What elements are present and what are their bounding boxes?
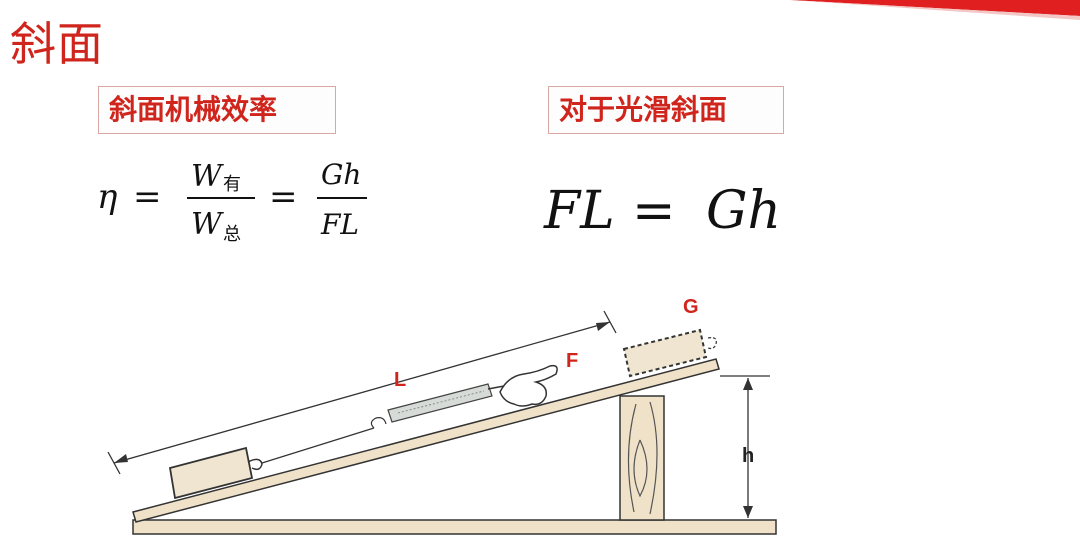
block-top: [622, 328, 708, 378]
length-label: L: [394, 369, 406, 391]
weight-label: G: [683, 296, 699, 318]
length-dimension: [107, 310, 617, 475]
smooth-incline-label: 对于光滑斜面: [548, 86, 784, 134]
equals-sign-1: =: [133, 177, 162, 217]
block-bottom: [168, 446, 254, 500]
ratio-numerator: Gh: [321, 158, 361, 191]
efficiency-formula: η = W 有 W 总 = Gh FL: [97, 158, 367, 245]
block-top-hook: [707, 337, 717, 350]
work-useful-symbol: W: [191, 159, 224, 194]
formula-rhs: Gh: [706, 181, 781, 241]
ratio-denominator: FL: [320, 208, 359, 241]
formula-lhs: FL: [543, 181, 615, 241]
ground-board: [132, 519, 777, 535]
height-label: h: [742, 445, 754, 467]
equals-sign-2: =: [269, 177, 298, 217]
work-total-symbol: W: [191, 207, 224, 242]
efficiency-label: 斜面机械效率: [98, 86, 336, 134]
eta-symbol: η: [97, 177, 118, 217]
work-useful-subscript: 有: [223, 174, 241, 195]
force-label: F: [566, 350, 578, 372]
pull-string: [261, 427, 375, 464]
hand-icon: [499, 364, 558, 407]
formula-equals: =: [632, 181, 676, 241]
spring-scale: [370, 383, 505, 429]
block-hook: [247, 458, 263, 471]
work-total-subscript: 总: [223, 224, 241, 245]
smooth-incline-formula: FL = Gh: [543, 181, 781, 241]
page-title: 斜面: [10, 17, 104, 71]
header-accent-bar: [790, 0, 1080, 20]
height-dimension: [720, 375, 770, 518]
support-block: [619, 395, 665, 521]
incline-diagram: L F G h: [107, 296, 777, 535]
incline-board: [132, 358, 720, 523]
